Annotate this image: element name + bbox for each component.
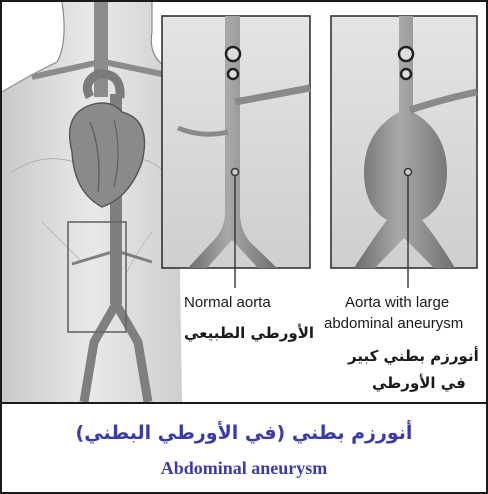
aorta-illustration: [2, 2, 486, 402]
aneurysm-label-ar-line1: أنورزم بطني كبير: [348, 347, 479, 365]
aneurysm-label-en-line2: abdominal aneurysm: [324, 315, 463, 332]
normal-aorta-label-en: Normal aorta: [184, 294, 271, 311]
normal-aorta-panel: [162, 16, 310, 268]
aneurysm-label-ar-line2: في الأورطي: [372, 374, 466, 392]
caption-band: أنورزم بطني (في الأورطي البطني) Abdomina…: [2, 402, 486, 494]
caption-arabic: أنورزم بطني (في الأورطي البطني): [2, 422, 486, 444]
aneurysm-label-en-line1: Aorta with large: [345, 294, 449, 311]
normal-aorta-label-ar: الأورطي الطبيعي: [184, 324, 314, 342]
aneurysm-aorta-panel: [331, 16, 477, 268]
caption-english: Abdominal aneurysm: [2, 458, 486, 479]
